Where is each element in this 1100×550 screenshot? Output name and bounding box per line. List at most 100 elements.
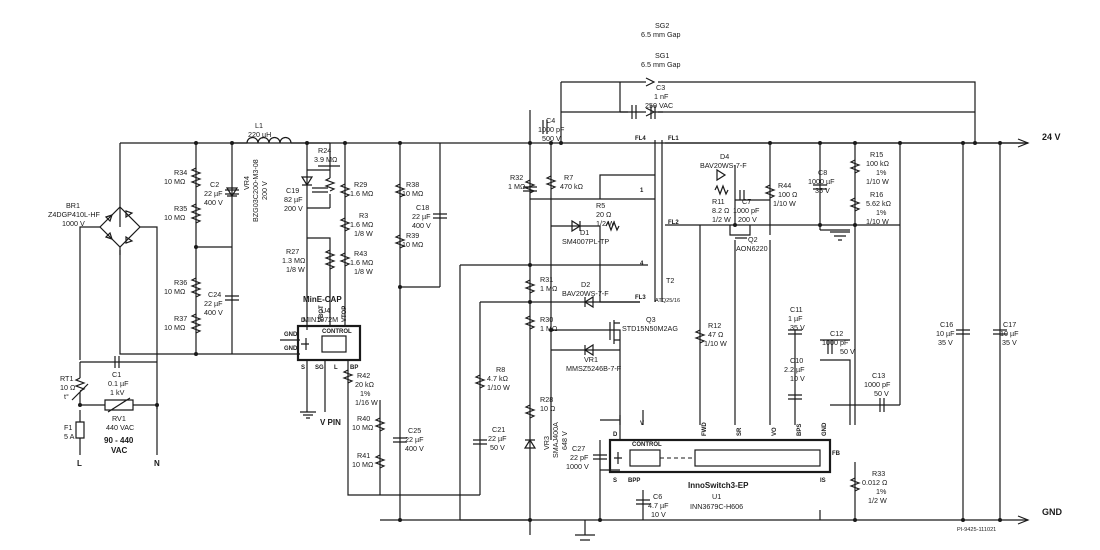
label-RV1-0: RV1 [112,414,126,423]
output-gnd-label: GND [1042,507,1063,517]
label-R30-1: 1 MΩ [540,324,558,333]
label-R16-3: 1/10 W [866,217,889,226]
t2-pin-fl4: FL4 [635,136,646,142]
minecap-block: CONTROL [322,329,352,335]
label-C13-2: 50 V [874,389,889,398]
inno-ref: U1 [712,492,721,501]
label-RT1-1: 10 Ω [60,383,76,392]
label-R36-1: 10 MΩ [164,287,186,296]
label-Q3-0: Q3 [646,315,656,324]
label-R34-0: R34 [174,168,187,177]
transformer-ref: T2 [666,276,674,285]
inno-pin-s: S [613,478,617,484]
label-D1-1: SM4007PL-TP [562,237,609,246]
label-C18-2: 400 V [412,221,431,230]
inno-pin-is: IS [820,478,826,484]
label-R15-2: 1% [876,168,887,177]
label-C27-1: 22 pF [570,453,589,462]
label-R42-3: 1/16 W [355,398,378,407]
label-RT1-0: RT1 [60,374,73,383]
t2-pin-fl2: FL2 [668,220,679,226]
label-C1-0: C1 [112,370,121,379]
label-C6-1: 4.7 µF [648,501,669,510]
label-R24-0: R24 [318,146,331,155]
label-C6-2: 10 V [651,510,666,519]
label-R39-1: 10 MΩ [402,240,424,249]
label-C7-1: 1000 pF [733,206,760,215]
label-VR3-0: VR3 [542,436,551,450]
label-D4-0: D4 [720,152,729,161]
label-R41-1: 10 MΩ [352,460,374,469]
label-D2-0: D2 [581,280,590,289]
label-L1-0: L1 [255,121,263,130]
label-C13-1: 1000 pF [864,380,891,389]
label-C1-2: 1 kV [110,388,125,397]
label-R5-0: R5 [596,201,605,210]
t2-pin-fl1: FL1 [668,136,679,142]
input-range-1: 90 - 440 [104,436,134,445]
t2-pin-fl3: FL3 [635,295,646,301]
label-C24-2: 400 V [204,308,223,317]
label-C12-1: 1000 pF [822,338,849,347]
inno-part: INN3679C-H606 [690,502,743,511]
label-R12-0: R12 [708,321,721,330]
label-C25-1: 22 µF [405,435,424,444]
label-R42-0: R42 [357,371,370,380]
label-VR4-1: BZG03C200-M3-08 [251,159,260,222]
label-R37-1: 10 MΩ [164,323,186,332]
label-VR3-2: 648 V [560,431,569,450]
transformer-part: ATQ25/16 [655,298,680,304]
label-R28-1: 10 Ω [540,404,556,413]
minecap-pin-vbot: VBOT [319,305,325,322]
label-C3-2: 250 VAC [645,101,673,110]
label-BR1-0: BR1 [66,201,80,210]
label-C18-1: 22 µF [412,212,431,221]
minecap-name: MinE-CAP [303,295,342,304]
label-R31-1: 1 MΩ [540,284,558,293]
minecap-ic [296,324,362,362]
label-VR4-2: 200 V [260,181,269,200]
label-R8-1: 4.7 kΩ [487,374,509,383]
label-C10-1: 2.2 µF [784,365,805,374]
label-R5-2: 1/2 W [596,219,615,228]
label-C4-1: 1000 pF [538,125,565,134]
minecap-pin-s: S [301,365,305,371]
label-R29-0: R29 [354,180,367,189]
label-R44-1: 100 Ω [778,190,798,199]
label-C2-2: 400 V [204,198,223,207]
label-R7-1: 470 kΩ [560,182,584,191]
label-R38-0: R38 [406,180,419,189]
label-C24-1: 22 µF [204,299,223,308]
label-R11-1: 8.2 Ω [712,206,730,215]
inno-name: InnoSwitch3-EP [688,481,749,490]
inno-pin-gnd: GND [822,422,828,436]
label-SG1-0: SG1 [655,51,669,60]
resistor-symbols [74,159,861,495]
minecap-part: MIN1072M [303,315,338,324]
label-R24-1: 3.9 MΩ [314,155,338,164]
minecap-ref: U4 [321,306,330,315]
t2-pin-4: 4 [640,261,644,267]
inno-pin-v: V [640,421,644,427]
output-voltage-label: 24 V [1042,132,1061,142]
label-R33-0: R33 [872,469,885,478]
label-C27-0: C27 [572,444,585,453]
label-C21-0: C21 [492,425,505,434]
label-BR1-2: 1000 V [62,219,85,228]
label-C21-2: 50 V [490,443,505,452]
label-C4-2: 500 V [542,134,561,143]
label-R15-3: 1/10 W [866,177,889,186]
labels: 24 V GND PI-9425-111021 90 - 440 VAC L N… [48,21,1063,533]
label-R15-0: R15 [870,150,883,159]
label-RT1-2: t° [64,392,69,401]
label-R34-1: 10 MΩ [164,177,186,186]
minecap-pin-gnd1: GND [284,332,298,338]
label-C7-2: 200 V [738,215,757,224]
innoswitch-ic [608,438,832,474]
label-R8-0: R8 [496,365,505,374]
label-F1-1: 5 A [64,432,75,441]
junction-dots [78,141,1002,522]
line-n: N [154,459,160,468]
inno-pin-bpp: BPP [628,478,640,484]
label-R5-1: 20 Ω [596,210,612,219]
